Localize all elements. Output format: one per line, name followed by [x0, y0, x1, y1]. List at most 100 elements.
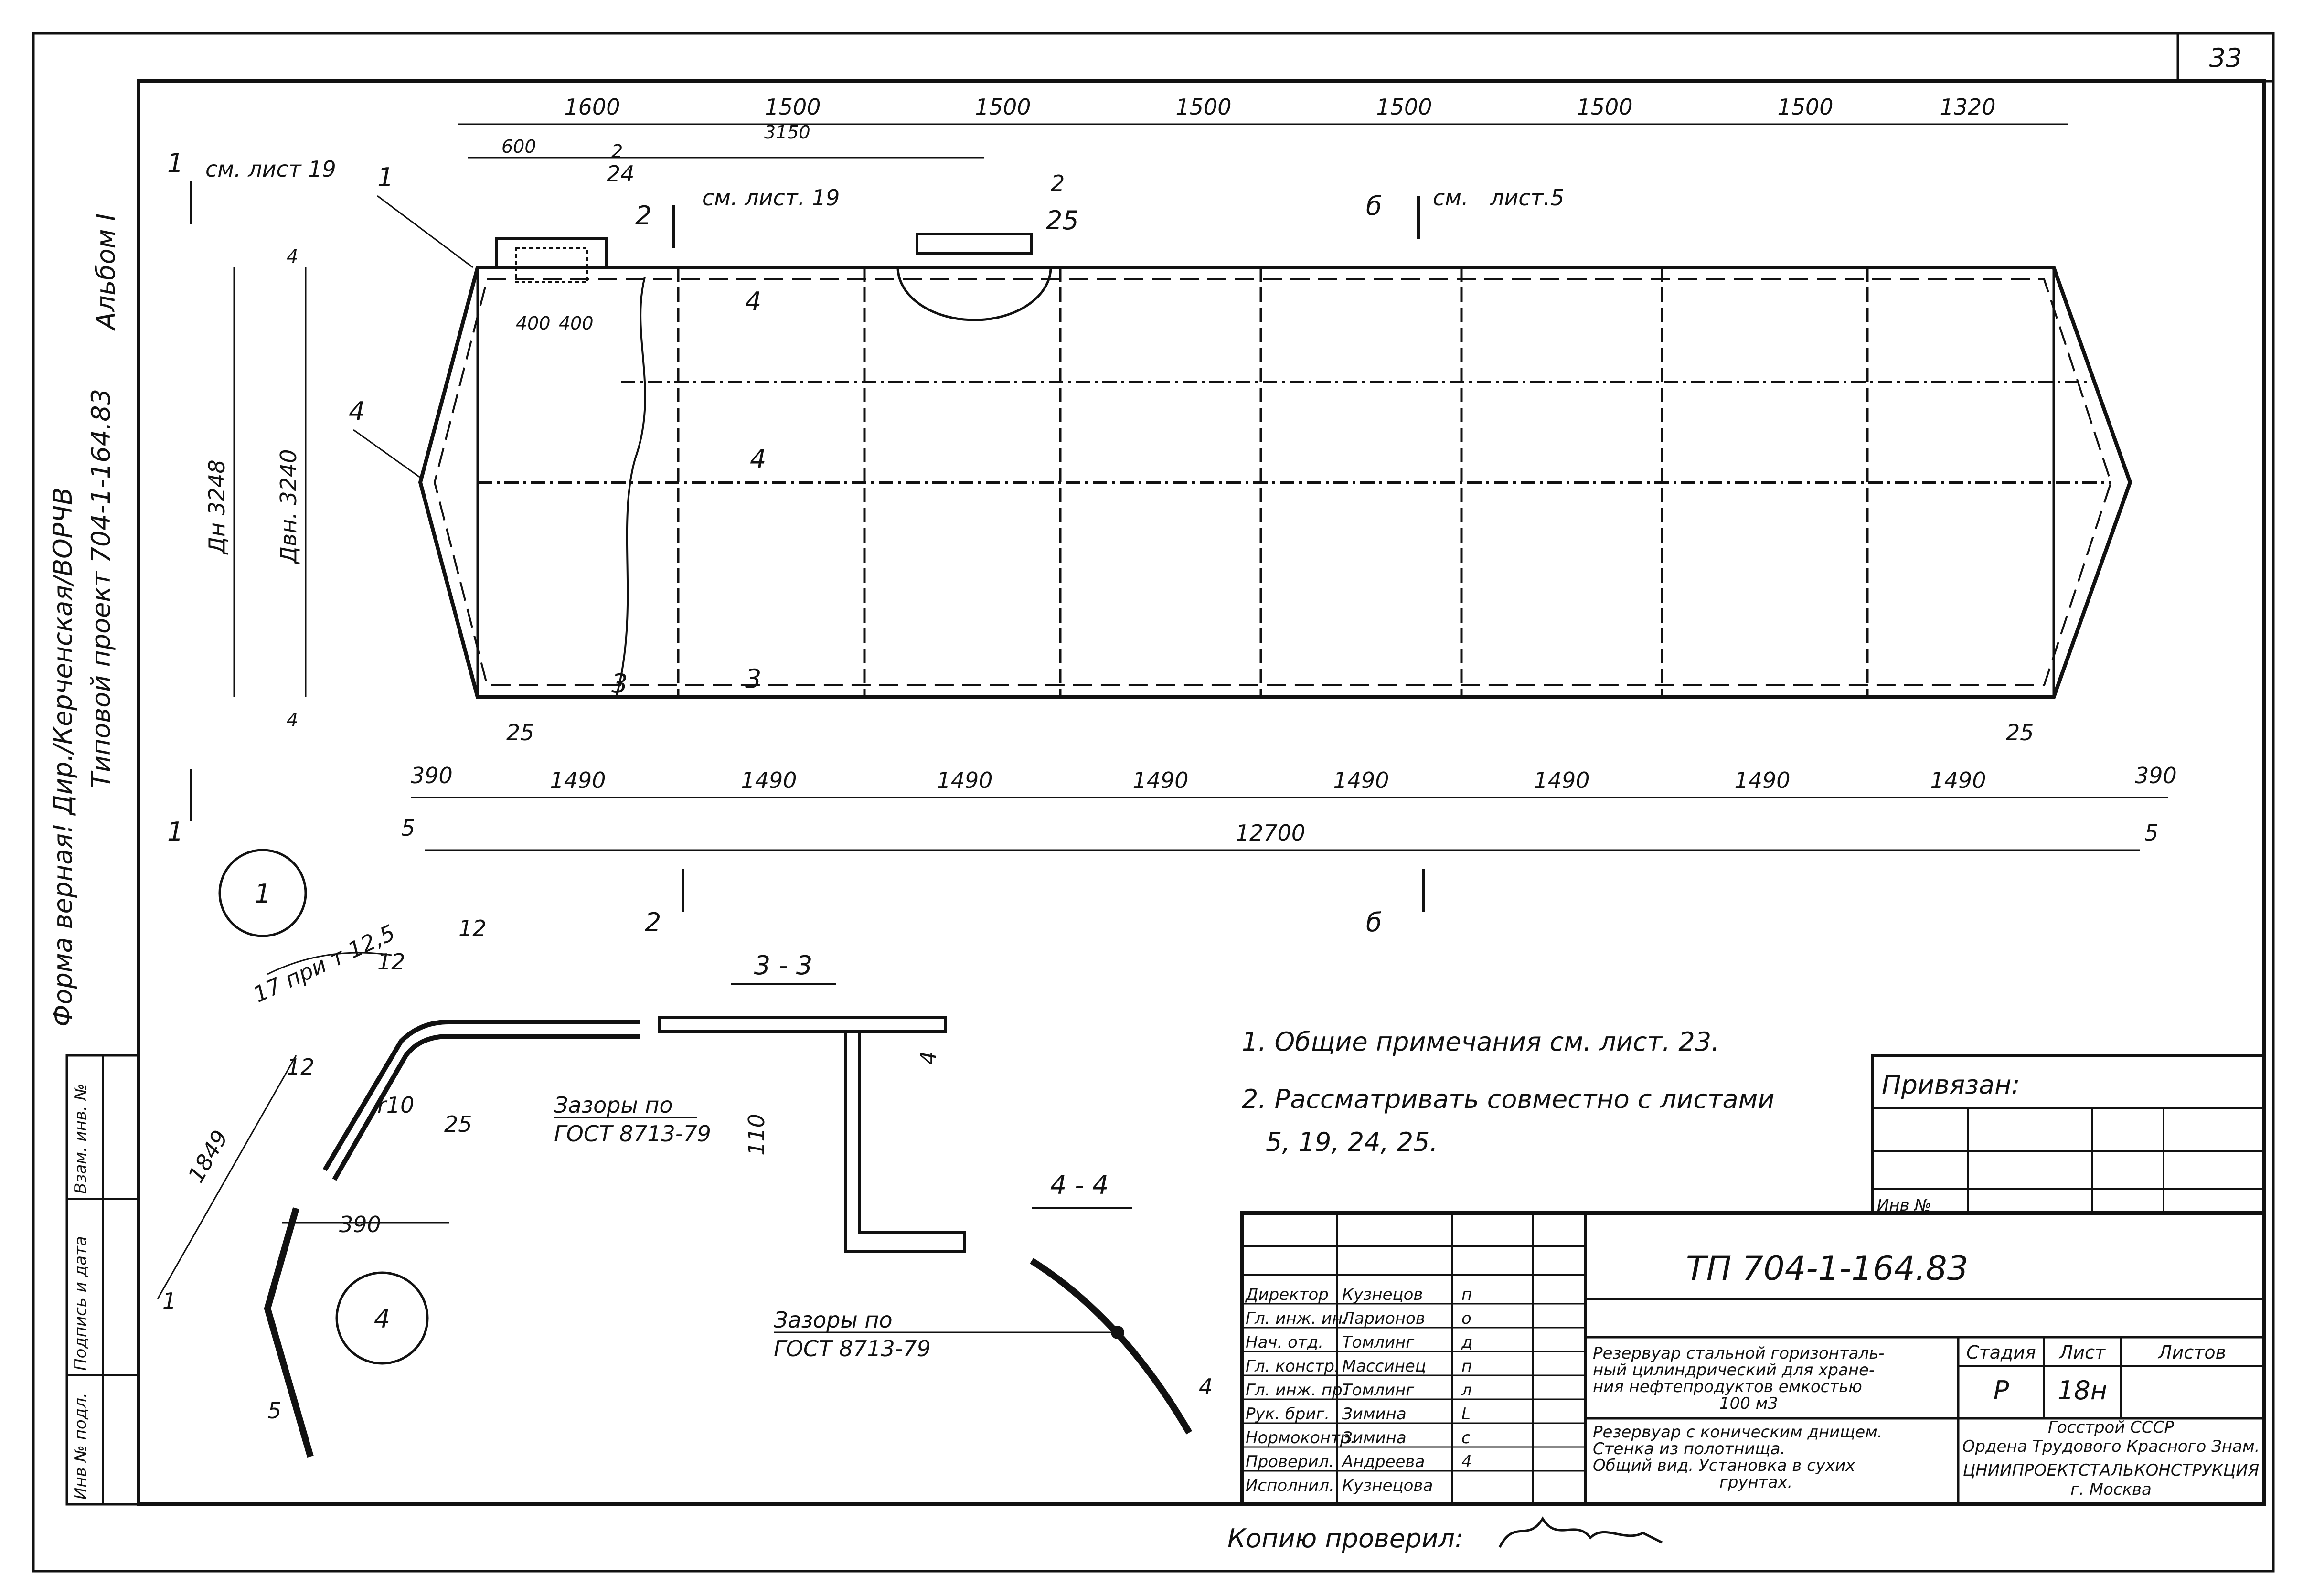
- detail-1-390: 390: [339, 1212, 381, 1237]
- detail-1-dim-line: [157, 1055, 297, 1299]
- sig-role-5: Рук. бриг.: [1246, 1404, 1330, 1424]
- detail-1-12b: 12: [377, 949, 405, 975]
- section-4-4: 4 - 4 Зазоры по ГОСТ 8713-79 4: [774, 1170, 1213, 1435]
- detail-1-profile: [322, 1020, 640, 1171]
- ref-6-prefix: см.: [1433, 185, 1469, 211]
- sig-mark-2: д: [1461, 1333, 1473, 1352]
- inner-frame: [137, 79, 2266, 1506]
- dimensions-bottom: 390 1490 1490 1490 1490 1490 1490 1490 1…: [401, 720, 2177, 851]
- strip-replace: Взам. инв. №: [71, 1084, 90, 1194]
- dim-25-right: 25: [2006, 720, 2034, 745]
- hatch-ref-bottom: 24: [607, 161, 635, 187]
- sig-mark-3: п: [1461, 1357, 1472, 1376]
- side-stamp-line2: Альбом I: [91, 213, 121, 331]
- binding-title: Привязан:: [1882, 1070, 2020, 1100]
- outer-frame: [32, 32, 2275, 1573]
- sig-role-7: Проверил.: [1246, 1452, 1334, 1471]
- dim-4-top: 4: [287, 246, 298, 267]
- section-2-mark-top: 2: [635, 201, 651, 231]
- sig-mark-6: с: [1461, 1428, 1471, 1447]
- section-4-mark-a: 4: [745, 287, 761, 317]
- detail-1-radius-arc: [267, 952, 392, 975]
- detail-1-r10: r10: [377, 1092, 414, 1118]
- sig-mark-5: L: [1461, 1404, 1471, 1424]
- dim-bottom-1: 1490: [550, 767, 606, 793]
- sig-name-0: Кузнецов: [1342, 1285, 1423, 1304]
- sig-name-5: Зимина: [1342, 1404, 1407, 1424]
- val-sheet: 18н: [2058, 1375, 2107, 1405]
- dim-bottom-4: 1490: [1132, 767, 1188, 793]
- side-stamp-project: Типовой проект 704-1-164.83: [86, 389, 116, 788]
- sheet-number-box: [2176, 32, 2275, 83]
- section-4-4-thickness: 4: [1199, 1374, 1213, 1400]
- diameter-dims: Дн 3248 Двн. 3240 4 4: [204, 246, 307, 730]
- manhole-2-collar: [896, 267, 1052, 321]
- sig-name-6: Зимина: [1342, 1428, 1407, 1447]
- dim-3150: 3150: [764, 122, 810, 143]
- dim-4-bottom: 4: [287, 709, 298, 730]
- dim-600: 600: [501, 136, 536, 157]
- desc1-line2: ный цилиндрический для хране-: [1593, 1361, 1875, 1380]
- dim-400-a: 400: [516, 313, 551, 334]
- section-3-3-title: 3 - 3: [754, 950, 813, 980]
- tank-inner-outline: [433, 278, 2112, 686]
- gap-note-a-1: Зазоры по: [554, 1092, 673, 1118]
- dim-bottom-3: 1490: [937, 767, 992, 793]
- section-6-mark-top: б: [1366, 191, 1382, 221]
- detail-1-1: 1: [162, 1288, 176, 1314]
- dim-overall: 12700: [1236, 820, 1305, 846]
- detail-1-1849: 1849: [183, 1126, 233, 1187]
- section-1-mark-bottom: 1: [167, 817, 183, 847]
- sig-name-2: Томлинг: [1342, 1333, 1415, 1352]
- dim-top-8: 1320: [1940, 94, 1995, 120]
- section-3-mark-b: 3: [745, 664, 761, 694]
- sig-role-0: Директор: [1245, 1285, 1329, 1304]
- section-6-mark-bottom: б: [1366, 907, 1382, 937]
- sig-role-8: Исполнил.: [1246, 1476, 1334, 1495]
- desc2-line2: Стенка из полотнища.: [1593, 1439, 1785, 1458]
- section-4-4-title: 4 - 4: [1050, 1170, 1109, 1200]
- manhole-2: [916, 233, 1033, 255]
- dim-top-4: 1500: [1175, 94, 1231, 120]
- pos-4-label: 4: [349, 396, 365, 426]
- desc2-line1: Резервуар с коническим днищем.: [1593, 1423, 1883, 1442]
- sig-role-4: Гл. инж. пр.: [1246, 1381, 1347, 1400]
- note-2-cont: 5, 19, 24, 25.: [1266, 1127, 1438, 1157]
- dimensions-top: 1600 1500 1500 1500 1500 1500 1500 1320 …: [458, 94, 2068, 334]
- hatch-ref-top: 2: [611, 141, 623, 162]
- ref-sheet-5: лист.5: [1490, 185, 1564, 211]
- sig-mark-1: о: [1461, 1309, 1471, 1328]
- section-4-4-profile: [1030, 1258, 1193, 1435]
- side-stamp-album: Альбом I: [91, 213, 121, 331]
- sig-name-7: Андреева: [1341, 1452, 1425, 1471]
- dim-5-right: 5: [2144, 820, 2158, 846]
- detail-1-r-note: 17 при т 12,5: [249, 919, 399, 1008]
- org-line4: г. Москва: [2070, 1480, 2152, 1499]
- sig-name-8: Кузнецова: [1342, 1476, 1433, 1495]
- pos-1-label: 1: [377, 162, 394, 192]
- section-3-3-stiffener: [844, 1032, 966, 1253]
- dn-outer: Дн 3248: [204, 459, 230, 555]
- manhole-ref-top: 2: [1051, 170, 1065, 196]
- detail-4: 4: [264, 1207, 429, 1458]
- dim-bottom-6: 1490: [1534, 767, 1589, 793]
- org-line1: Госстрой СССР: [2048, 1418, 2174, 1437]
- dim-top-7: 1500: [1777, 94, 1833, 120]
- ref-sheet-19-b: см. лист. 19: [702, 185, 840, 211]
- side-stamp: Форма верная! Дир./Керченская/ВОРЧВ: [48, 488, 78, 1027]
- sheet-number: 33: [2209, 43, 2242, 73]
- desc2-line4: грунтах.: [1719, 1473, 1792, 1492]
- dim-bottom-2: 1490: [741, 767, 797, 793]
- title-block: ТП 704-1-164.83 Резервуар стальной гориз…: [1240, 1211, 2266, 1506]
- section-1-mark-top: 1: [167, 148, 183, 178]
- binding-block: Привязан: Инв №: [1871, 1054, 2265, 1215]
- detail-1-5: 5: [267, 1398, 281, 1424]
- hatch-1: [495, 237, 608, 269]
- dim-top-6: 1500: [1577, 94, 1632, 120]
- dim-400-b: 400: [559, 313, 594, 334]
- side-stamp-line3: Типовой проект 704-1-164.83: [86, 389, 116, 788]
- detail-1-label: 1: [255, 879, 271, 909]
- dim-25-left: 25: [506, 720, 534, 745]
- sig-mark-4: л: [1461, 1381, 1472, 1400]
- manhole-ref-bottom: 25: [1046, 205, 1079, 235]
